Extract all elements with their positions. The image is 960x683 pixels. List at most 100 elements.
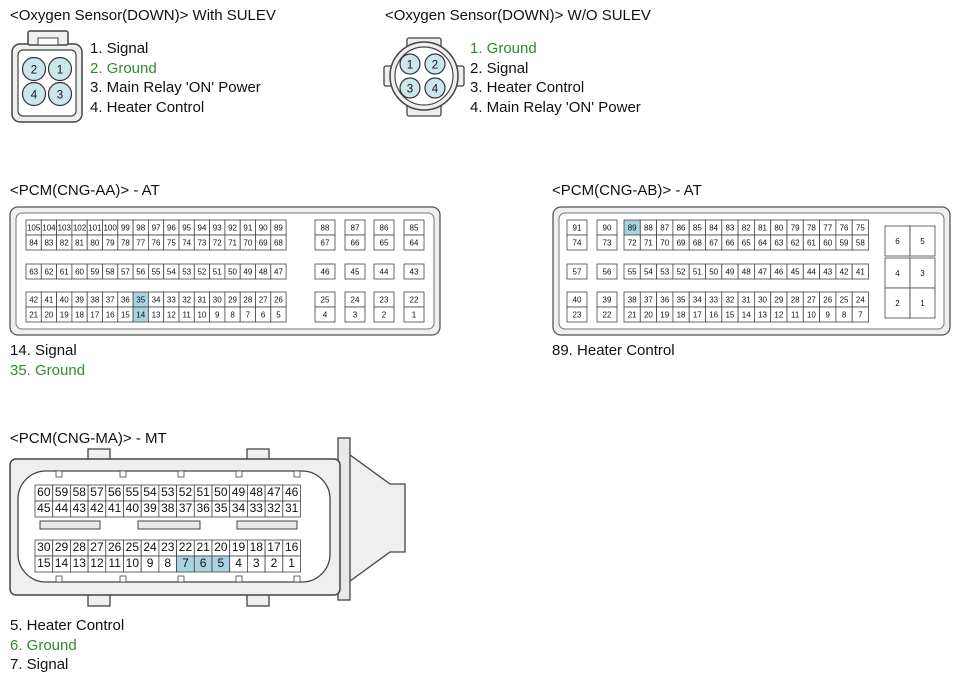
pcm-ma-pin-49: 49 [229, 484, 248, 502]
pcm-ma-pin-19: 19 [229, 539, 248, 557]
pcm-aa-pin-77: 77 [132, 234, 149, 251]
pcm-ab-pin-7-label: 7 [858, 311, 863, 320]
wo-sulev-pin-1-label: 1 [407, 60, 413, 72]
pcm-aa-pin-40: 40 [56, 291, 73, 308]
pcm-ab-pin-23-label: 23 [573, 311, 582, 320]
wo-sulev-pin-2-label: 2 [432, 60, 438, 72]
pcm-ma-pin-40-label: 40 [126, 501, 140, 515]
pcm-aa-pin-51: 51 [209, 263, 226, 280]
pcm-aa-pin-76-label: 76 [152, 239, 161, 248]
pcm-ab-pin-14: 14 [737, 306, 755, 323]
pcm-ma-pin-31-label: 31 [285, 501, 299, 515]
pcm-aa-pin-72: 72 [209, 234, 226, 251]
pcm-ab-pin-40: 40 [566, 291, 588, 308]
pcm-ab-pin-88-label: 88 [644, 224, 653, 233]
pcm-aa-pin-97: 97 [147, 219, 165, 236]
pcm-ma-pin-11: 11 [105, 555, 124, 573]
pcm-ma-pin-2-label: 2 [271, 556, 278, 570]
pcm-ab-pin-91: 91 [566, 219, 588, 236]
wo-sulev-pin-item-3: 3. Heater Control [470, 79, 585, 96]
pcm-ab-pin-25: 25 [835, 291, 853, 308]
pcm-ab-pin-63: 63 [770, 234, 788, 251]
pcm-ma-pin-17: 17 [264, 539, 284, 557]
pcm-aa-pin-19-label: 19 [60, 311, 69, 320]
pcm-aa-pin-1-label: 1 [412, 311, 417, 320]
pcm-ab-pin-23: 23 [566, 306, 588, 323]
pcm-aa-pin-20: 20 [40, 306, 57, 323]
pcm-aa-pin-28: 28 [239, 291, 256, 308]
pcm-aa-pin-71-label: 71 [228, 239, 237, 248]
pcm-ma-pin-21-label: 21 [196, 540, 210, 554]
pcm-ab-pin-39: 39 [596, 291, 618, 308]
pcm-ab-pin-1: 1 [909, 287, 936, 319]
pcm-ma-pin-47-label: 47 [267, 485, 281, 499]
pcm-ab-pin-80: 80 [770, 219, 788, 236]
pcm-ab-pin-9-label: 9 [826, 311, 831, 320]
pcm-aa-pin-8-label: 8 [230, 311, 235, 320]
pcm-ab-pin-20: 20 [639, 306, 657, 323]
pcm-ab-pin-76: 76 [835, 219, 853, 236]
pcm-ab-pin-8-label: 8 [842, 311, 847, 320]
pcm-aa-pin-30-label: 30 [213, 296, 222, 305]
pcm-aa-pin-55-label: 55 [152, 268, 161, 277]
pcm-ab-pin-42-label: 42 [840, 268, 849, 277]
ma-bottom-tick [235, 575, 243, 583]
pcm-aa-pin-36: 36 [117, 291, 134, 308]
pcm-aa-pin-63: 63 [25, 263, 42, 280]
pcm-ma-pin-54: 54 [140, 484, 160, 502]
pcm-ab-pin-38-label: 38 [628, 296, 637, 305]
pcm-ma-pin-23: 23 [158, 539, 177, 557]
pcm-aa-pin-99-label: 99 [121, 224, 130, 233]
ma-bottom-tick [177, 575, 185, 583]
pcm-ab-pin-16: 16 [705, 306, 723, 323]
pcm-ab-pin-19: 19 [656, 306, 674, 323]
pcm-ab-pin-84: 84 [705, 219, 723, 236]
pcm-ma-pin-28-label: 28 [73, 540, 87, 554]
ma-top-tick [235, 470, 243, 478]
pcm-ab-pin-83-label: 83 [725, 224, 734, 233]
pcm-ab-pin-49: 49 [721, 263, 739, 280]
pcm-aa-pin-47: 47 [270, 263, 287, 280]
pcm-ma-pin-23-label: 23 [161, 540, 175, 554]
pcm-aa-pin-93-label: 93 [213, 224, 222, 233]
pcm-aa-pin-73: 73 [193, 234, 211, 251]
pcm-ab-pin-13: 13 [754, 306, 772, 323]
pcm-ma-pin-10-label: 10 [126, 556, 140, 570]
wo-sulev-pin-item-4: 4. Main Relay 'ON' Power [470, 98, 641, 116]
pcm-ma-pin-15: 15 [34, 555, 54, 573]
pcm-aa-pin-69: 69 [255, 234, 272, 251]
pcm-ab-pin-79: 79 [786, 219, 804, 236]
ma-bottom-tick [55, 575, 63, 583]
pcm-aa-pin-46-label: 46 [321, 268, 330, 277]
pcm-ma-pin-56: 56 [105, 484, 124, 502]
pcm-aa-pin-3: 3 [344, 306, 366, 323]
pcm-ma-pin-13: 13 [70, 555, 89, 573]
pcm-aa-pin-46: 46 [314, 263, 336, 280]
pcm-ma-pin-60: 60 [34, 484, 54, 502]
pcm-ab-pin-36-label: 36 [660, 296, 669, 305]
pcm-aa-pin-14-label: 14 [136, 311, 145, 320]
pcm-ab-pin-56: 56 [596, 263, 618, 280]
sulev-pin-2-label: 2 [31, 65, 37, 77]
pcm-ab-pin-78: 78 [802, 219, 820, 236]
pcm-aa-pin-64: 64 [403, 234, 425, 251]
pcm-ab-pin-18: 18 [672, 306, 690, 323]
pcm-aa-pin-4: 4 [314, 306, 336, 323]
pcm-ab-pin-88: 88 [639, 219, 657, 236]
pcm-ma-pin-41-label: 41 [108, 501, 122, 515]
pcm-aa-pin-64-label: 64 [410, 239, 419, 248]
pcm-aa-pin-16-label: 16 [106, 311, 115, 320]
pcm-aa-pin-76: 76 [147, 234, 165, 251]
pcm-ab-pin-38: 38 [623, 291, 641, 308]
pcm-ab-pin-65: 65 [737, 234, 755, 251]
pcm-ab-pin-24: 24 [851, 291, 869, 308]
pcm-ma-pin-3-label: 3 [253, 556, 260, 570]
pcm-ab-pin-28: 28 [786, 291, 804, 308]
pcm-ab-pin-28-label: 28 [791, 296, 800, 305]
pcm-ab-pin-82-label: 82 [742, 224, 751, 233]
pcm-ma-pin-14: 14 [52, 555, 71, 573]
pcm-ma-pin-48-label: 48 [250, 485, 264, 499]
pcm-ma-pin-51-label: 51 [196, 485, 210, 499]
pcm-aa-pin-23: 23 [373, 291, 395, 308]
